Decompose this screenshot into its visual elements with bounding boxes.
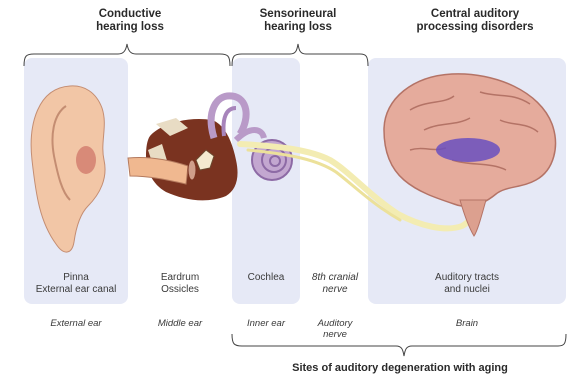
conductive-header: Conductive hearing loss <box>70 8 190 34</box>
external-ear-label: External ear <box>24 318 128 329</box>
pinna-label: Pinna External ear canal <box>24 272 128 296</box>
header-line: processing disorders <box>390 21 560 34</box>
label-line: Eardrum <box>134 272 226 284</box>
cochlea-label: Cochlea <box>232 272 300 284</box>
central-header: Central auditory processing disorders <box>390 8 560 34</box>
auditory-nerve-label: Auditory nerve <box>302 318 368 340</box>
brain-label: Brain <box>368 318 566 329</box>
label-line: Ossicles <box>134 284 226 296</box>
inner-ear-label: Inner ear <box>232 318 300 329</box>
label-line: Auditory <box>302 318 368 329</box>
eardrum-label: Eardrum Ossicles <box>134 272 226 296</box>
label-line: 8th cranial <box>302 272 368 284</box>
header-line: hearing loss <box>238 21 358 34</box>
aging-bracket <box>232 334 566 356</box>
label-line: Cochlea <box>232 272 300 284</box>
footer-caption: Sites of auditory degeneration with agin… <box>232 362 568 374</box>
header-line: Central auditory <box>390 8 560 21</box>
label-line: nerve <box>302 284 368 296</box>
ear-canal-opening <box>76 146 96 174</box>
header-line: hearing loss <box>70 21 190 34</box>
cranial-nerve-label: 8th cranial nerve <box>302 272 368 296</box>
label-line: and nuclei <box>368 284 566 296</box>
sensorineural-header: Sensorineural hearing loss <box>238 8 358 34</box>
label-line: nerve <box>302 329 368 340</box>
middle-ear-label: Middle ear <box>134 318 226 329</box>
eardrum-shape <box>188 160 196 180</box>
auditory-tracts-highlight <box>436 138 500 162</box>
header-line: Conductive <box>70 8 190 21</box>
header-line: Sensorineural <box>238 8 358 21</box>
label-line: Pinna <box>24 272 128 284</box>
inner-ear-panel <box>232 58 300 304</box>
tracts-label: Auditory tracts and nuclei <box>368 272 566 296</box>
label-line: External ear canal <box>24 284 128 296</box>
label-line: Auditory tracts <box>368 272 566 284</box>
